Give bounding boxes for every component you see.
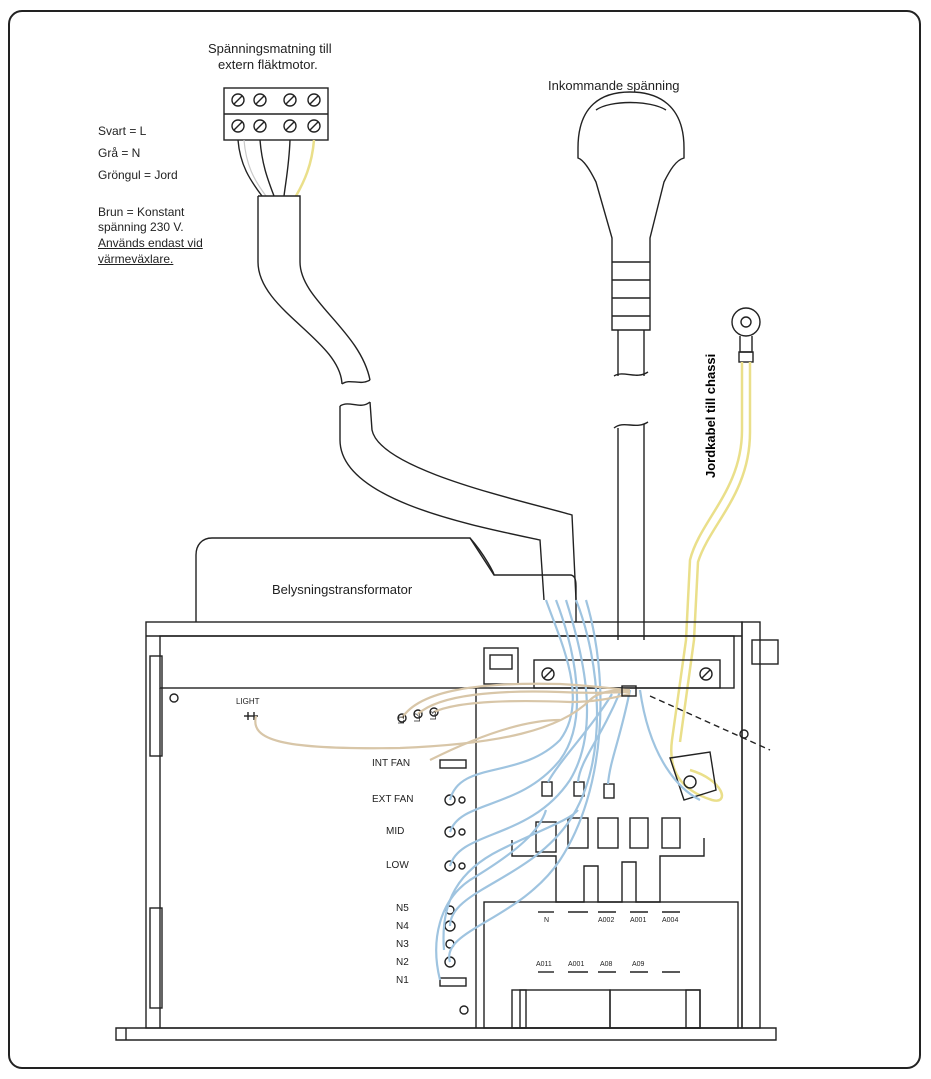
wiring-harness: [254, 599, 701, 981]
relay-label-a002: A002: [598, 917, 615, 924]
legend-brown-3: Används endast vid: [98, 236, 203, 250]
l2-label: L2: [413, 713, 422, 722]
legend-brown-4: värmeväxlare.: [98, 252, 174, 266]
n5-label: N5: [396, 903, 409, 914]
incoming-voltage-label: Inkommande spänning: [548, 78, 680, 93]
mid-label: MID: [386, 826, 405, 837]
relay-label-a004: A004: [662, 917, 679, 924]
ext-fan-label: EXT FAN: [372, 794, 414, 805]
relay-label-a001-bottom: A001: [568, 961, 585, 968]
transformer-housing: [195, 537, 577, 622]
relay-label-n: N: [544, 917, 550, 924]
supply-label-line2: extern fläktmotor.: [218, 57, 318, 72]
terminal-strip: [244, 707, 467, 987]
low-label: LOW: [386, 860, 409, 871]
legend-black: Svart = L: [98, 124, 147, 138]
terminal-screws: [231, 93, 321, 133]
l3-label: L3: [429, 711, 438, 720]
relay-label-a011: A011: [536, 961, 552, 968]
legend-grey: Grå = N: [98, 146, 141, 160]
relay-block: [483, 781, 739, 1029]
diagram-frame: [8, 10, 921, 1069]
legend-brown-1: Brun = Konstant: [98, 205, 185, 219]
terminal-block: [223, 87, 329, 197]
relay-label-a08: A08: [600, 961, 613, 968]
n4-label: N4: [396, 921, 409, 932]
cable-clamp: [621, 685, 637, 697]
incoming-plug: [577, 91, 685, 640]
supply-label-line1: Spänningsmatning till: [208, 41, 332, 56]
relay-label-a001-top: A001: [630, 917, 647, 924]
n1-label: N1: [396, 975, 409, 986]
n3-label: N3: [396, 939, 409, 950]
l1-label: L1: [397, 715, 406, 724]
int-fan-label: INT FAN: [372, 758, 411, 769]
relay-label-a09: A09: [632, 961, 645, 968]
light-label: LIGHT: [236, 697, 260, 706]
outer-fan-cable: [257, 195, 577, 601]
transformer-label: Belysningstransformator: [272, 582, 413, 597]
ground-cable-label: Jordkabel till chassi: [703, 353, 718, 478]
ground-terminal: [670, 307, 761, 802]
n2-label: N2: [396, 957, 409, 968]
legend-green-yellow: Gröngul = Jord: [98, 168, 178, 182]
legend-brown-2: spänning 230 V.: [98, 220, 184, 234]
